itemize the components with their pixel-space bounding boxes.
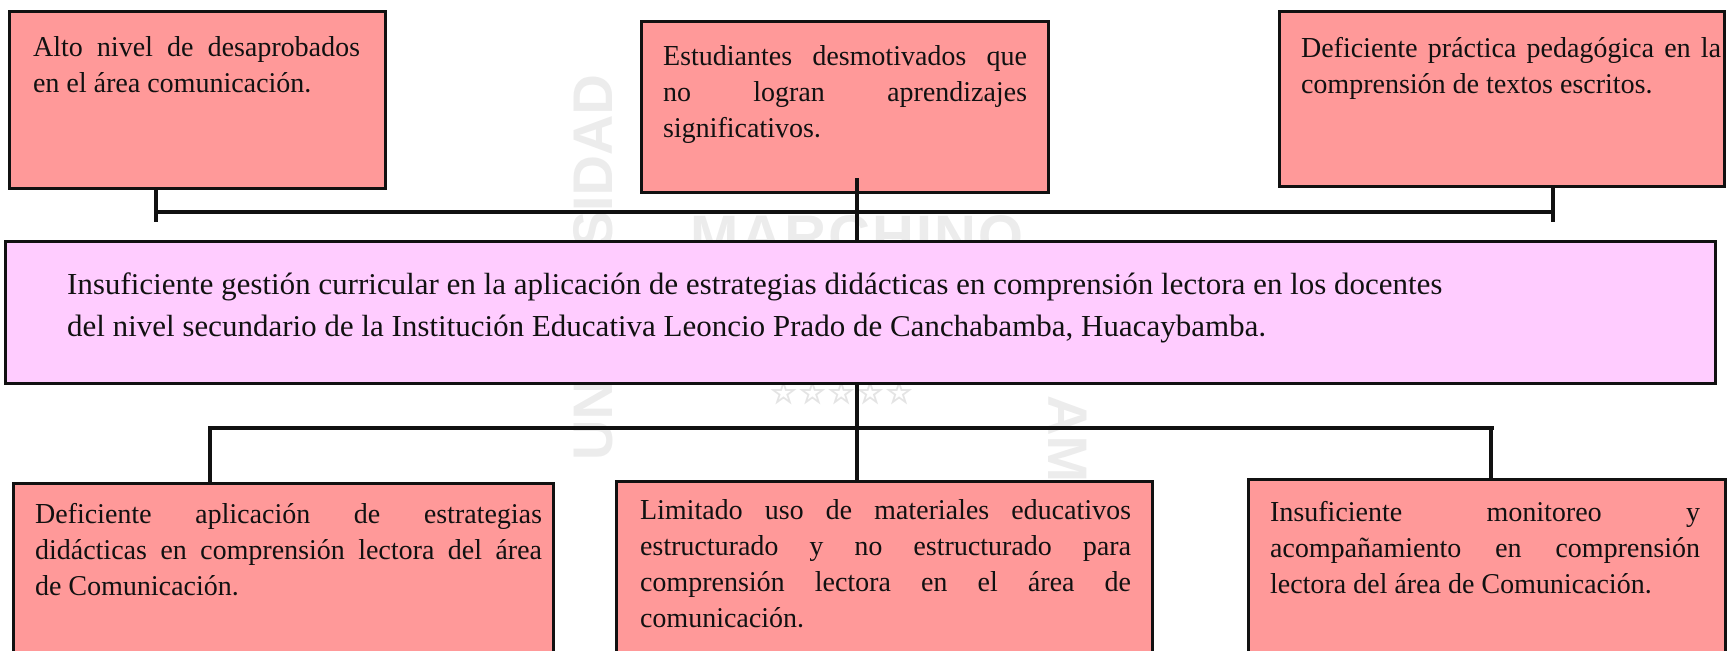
effects-connector-horizontal <box>156 210 1553 214</box>
effect-box-2: Estudiantes desmotivados que no logran a… <box>640 20 1050 194</box>
causes-connector-horizontal <box>210 426 1494 430</box>
central-problem-line-2: del nivel secundario de la Institución E… <box>67 308 1267 343</box>
effect-1-text: Alto nivel de desaprobados en el área co… <box>33 32 360 99</box>
central-problem-box: Insuficiente gestión curricular en la ap… <box>4 240 1717 385</box>
effect-2-text: Estudiantes desmotivados que no logran a… <box>663 41 1027 144</box>
cause-3-text: Insuficiente monitoreo y acompañamiento … <box>1270 497 1700 600</box>
cause-3-connector <box>1489 426 1493 478</box>
cause-1-text: Deficiente aplicación de estrategias did… <box>35 499 542 602</box>
cause-2-text: Limitado uso de materiales educativos es… <box>640 495 1131 634</box>
problem-to-causes-connector <box>855 383 859 484</box>
cause-1-connector <box>208 426 212 482</box>
cause-box-1: Deficiente aplicación de estrategias did… <box>12 482 555 651</box>
central-problem-line-1: Insuficiente gestión curricular en la ap… <box>67 266 1443 301</box>
cause-box-2: Limitado uso de materiales educativos es… <box>615 480 1154 651</box>
effect-3-text: Deficiente práctica pedagógica en la com… <box>1301 33 1721 100</box>
effect-box-1: Alto nivel de desaprobados en el área co… <box>8 10 387 190</box>
effect-box-3: Deficiente práctica pedagógica en la com… <box>1278 10 1726 188</box>
effect-2-connector <box>855 178 859 240</box>
cause-box-3: Insuficiente monitoreo y acompañamiento … <box>1247 478 1727 651</box>
effect-1-connector <box>154 190 158 222</box>
effect-3-connector <box>1551 188 1555 222</box>
